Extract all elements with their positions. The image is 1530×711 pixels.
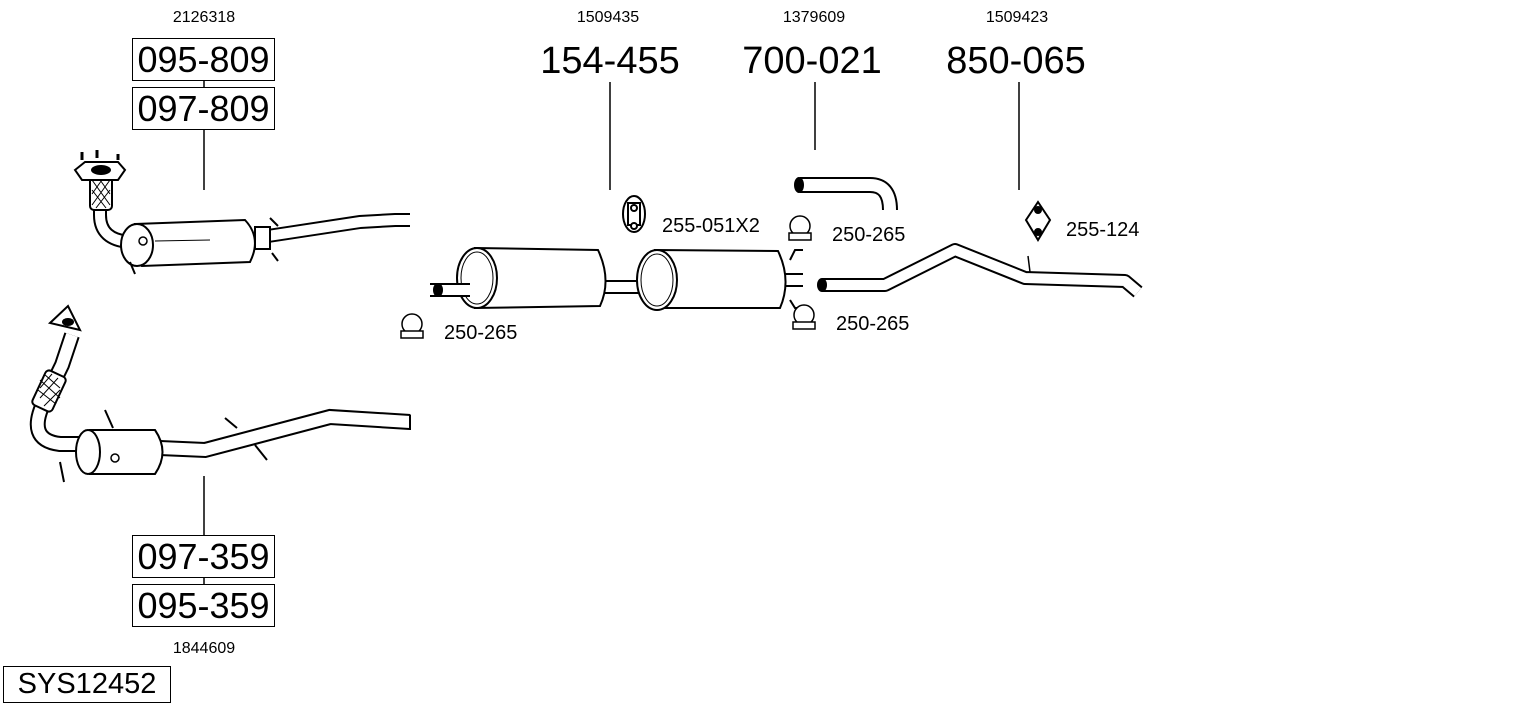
oe-number: 2126318 xyxy=(172,9,236,26)
part-number-box[interactable]: 095-809 xyxy=(132,38,275,81)
accessory-label[interactable]: 250-265 xyxy=(832,224,906,246)
accessory-label[interactable]: 255-051X2 xyxy=(662,215,760,237)
rear-pipe-drawing xyxy=(817,243,1143,298)
rubber-mount-icon xyxy=(622,195,646,233)
oe-number: 1844609 xyxy=(172,640,236,657)
middle-silencer-drawing xyxy=(430,246,803,311)
oe-number: 1379609 xyxy=(782,9,846,26)
oe-number: 1509435 xyxy=(576,9,640,26)
accessory-label[interactable]: 250-265 xyxy=(444,322,518,344)
oe-number: 1509423 xyxy=(985,9,1049,26)
part-number[interactable]: 850-065 xyxy=(946,40,1086,82)
connecting-pipe-drawing xyxy=(794,177,898,211)
front-pipe-bottom-drawing xyxy=(29,304,411,483)
part-number[interactable]: 700-021 xyxy=(742,40,882,82)
system-code: SYS12452 xyxy=(3,666,171,703)
part-number-box[interactable]: 095-359 xyxy=(132,584,275,627)
pipe-clamp-icon xyxy=(792,304,816,330)
part-number[interactable]: 154-455 xyxy=(540,40,680,82)
front-pipe-top-drawing xyxy=(73,150,410,275)
accessory-label[interactable]: 255-124 xyxy=(1066,219,1140,241)
pipe-clamp-icon xyxy=(400,313,424,339)
rubber-mount-icon xyxy=(1024,200,1052,242)
pipe-clamp-icon xyxy=(788,215,812,241)
accessory-label[interactable]: 250-265 xyxy=(836,313,910,335)
part-number-box[interactable]: 097-809 xyxy=(132,87,275,130)
part-number-box[interactable]: 097-359 xyxy=(132,535,275,578)
